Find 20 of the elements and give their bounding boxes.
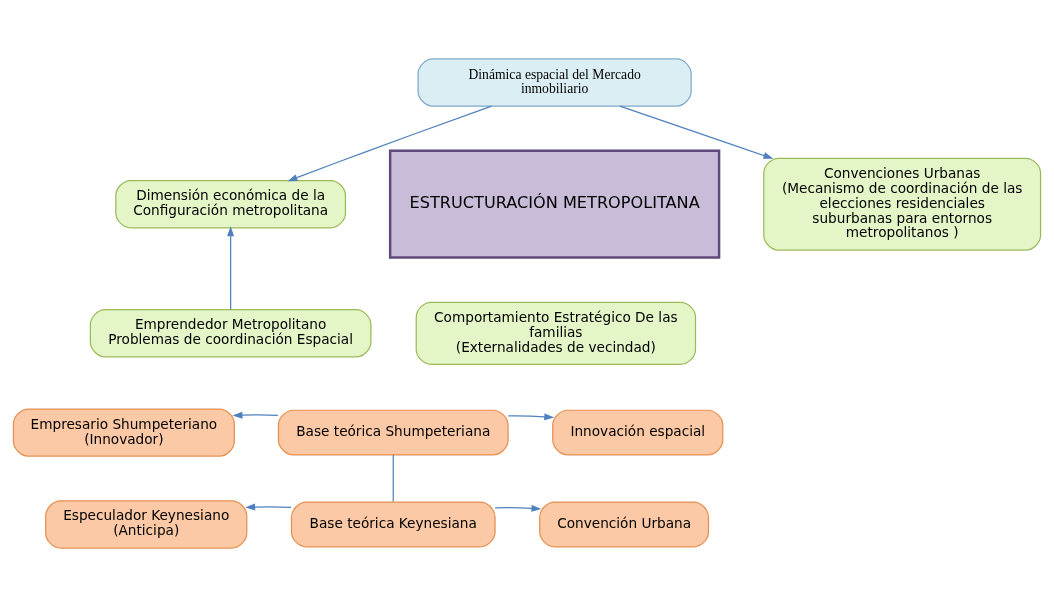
node-box: Innovación espacial: [552, 409, 724, 456]
node-box: Convenciones Urbanas (Mecanismo de coordinación de las elecciones residenciales suburbanas para entornos metropolitanos ): [763, 157, 1042, 251]
arrow: [619, 105, 774, 159]
arrow: [287, 105, 493, 182]
node-box: ESTRUCTURACIÓN METROPOLITANA: [388, 149, 721, 259]
arrow: [245, 503, 292, 511]
arrow: [507, 413, 555, 421]
node-box: Base teórica Keynesiana: [290, 501, 496, 548]
node-box: Dimensión económica de la Configuración metropolitana: [115, 180, 347, 229]
node-box: Empresario Shumpeteriano (Innovador): [12, 408, 235, 457]
node-box: Emprendedor Metropolitano Problemas de coordinación Espacial: [89, 309, 372, 358]
connector: [392, 454, 394, 503]
arrow: [227, 226, 235, 311]
arrow: [232, 411, 279, 419]
node-box: Comportamiento Estratégico De las familias (Externalidades de vecindad): [415, 301, 697, 365]
node-box: Convención Urbana: [539, 501, 710, 548]
node-box: Especulador Keynesiano (Anticipa): [45, 500, 248, 549]
arrow: [494, 504, 542, 512]
node-box: Base teórica Shumpeteriana: [277, 409, 509, 456]
node-box: Dinámica espacial del Mercado inmobiliario: [417, 58, 692, 107]
